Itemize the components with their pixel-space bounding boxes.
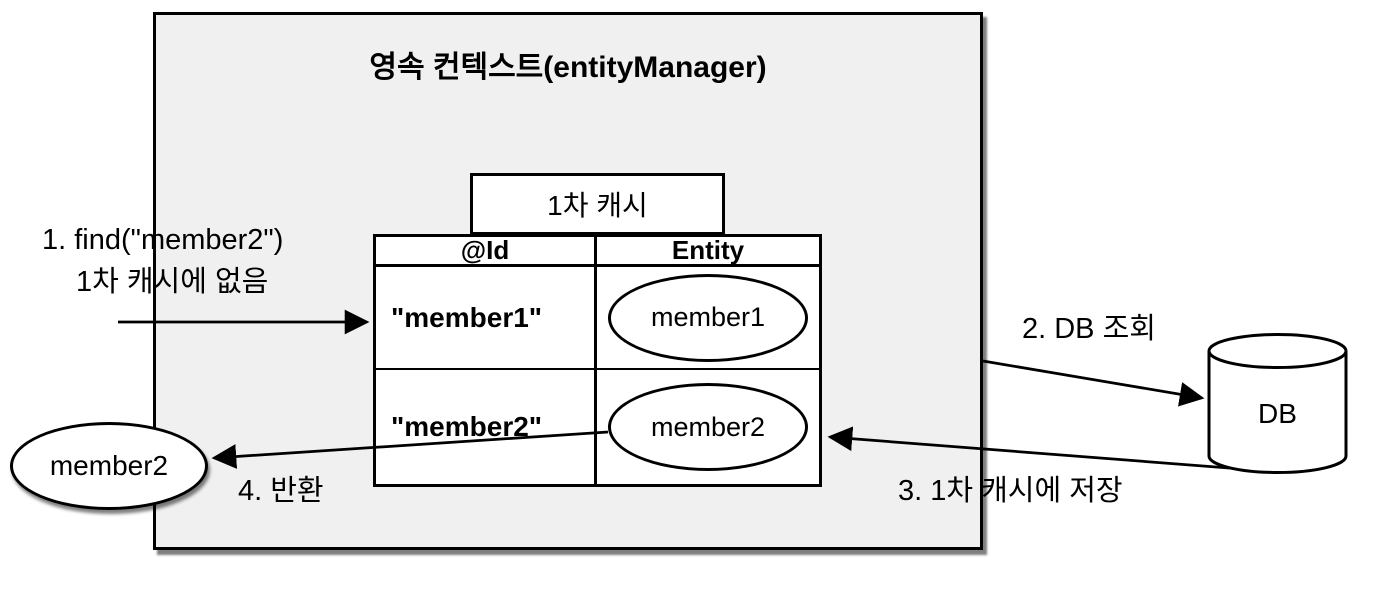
first-level-cache-label-box: 1차 캐시 [470,173,725,235]
persistence-context-title: 영속 컨텍스트(entityManager) [369,51,767,84]
table-row-member2-entity-cell: member2 [597,370,819,484]
step1-find-text: 1. find("member2") [42,224,284,256]
table-row-member1-id: "member1" [376,267,597,370]
table-row-member1-entity-cell: member1 [597,267,819,370]
entity-ellipse-member2: member2 [608,383,808,471]
step2-db-query-text: 2. DB 조회 [1022,313,1156,345]
cache-table: @Id Entity "member1" member1 "member2" m… [373,234,822,487]
step3-store-in-cache-text: 3. 1차 캐시에 저장 [898,475,1123,507]
entity-ellipse-member2-label: member2 [650,411,766,442]
cache-table-header-id: @Id [376,235,597,267]
entity-ellipse-member1: member1 [608,273,808,362]
first-level-cache-label: 1차 캐시 [547,190,648,221]
step4-return-text: 4. 반환 [238,475,324,507]
cache-table-header-entity: Entity [597,235,819,267]
step1-cache-miss-text: 1차 캐시에 없음 [76,266,269,298]
result-entity-ellipse: member2 [10,422,208,510]
table-row-member2-id: "member2" [376,370,597,484]
arrow-db-query [982,359,1205,407]
db-label: DB [1258,398,1297,429]
step1-find-annotation: 1. find("member2") 1차 캐시에 없음 [42,219,283,303]
result-entity-label: member2 [49,450,169,481]
entity-ellipse-member1-label: member1 [650,302,766,332]
